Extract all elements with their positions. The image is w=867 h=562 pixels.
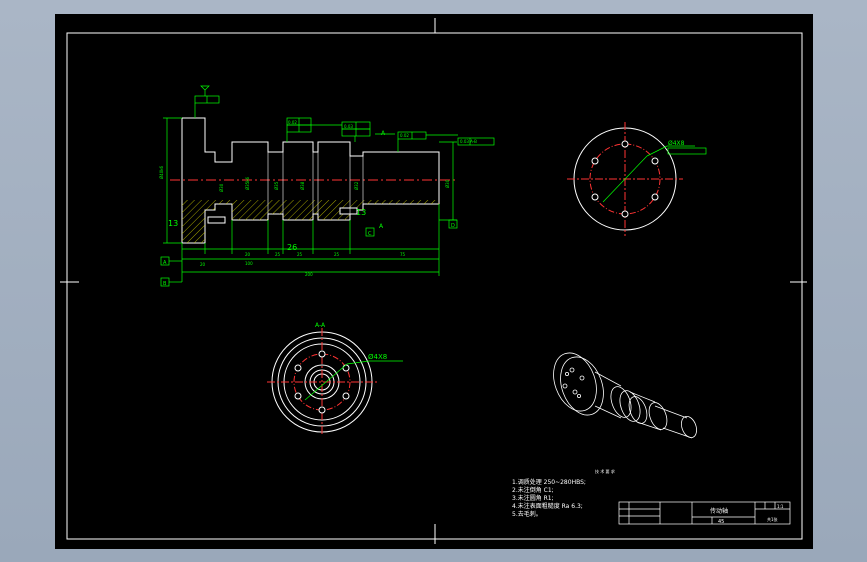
end-view-bolt-circle [589,143,661,215]
svg-text:Ø30: Ø30 [445,179,450,188]
note-line-1: 1.调质处理 250~280HBS; [512,478,586,486]
svg-text:20: 20 [245,252,251,257]
svg-text:25: 25 [334,252,340,257]
end-view-hole-callout: Ø4X8 [668,140,685,147]
dim-13-right: 13 [356,208,366,217]
dim-26: 26 [287,243,297,252]
section-a-a[interactable]: A-A Ø4X8 [267,322,403,436]
svg-text:Ø35k6: Ø35k6 [245,176,250,190]
svg-text:Ø40k6: Ø40k6 [159,165,164,179]
shaft-main-view[interactable]: 20 20 25 25 25 75 100 200 0.02 0.03 0.02… [159,85,495,287]
section-title: A-A [315,322,326,329]
svg-text:Ø35: Ø35 [274,181,279,190]
section-label-a-top: A [381,130,386,137]
technical-notes: 技 术 要 求 1.调质处理 250~280HBS; 2.未注倒角 C1; 3.… [512,468,615,518]
svg-text:75: 75 [400,252,406,257]
svg-text:Ø30: Ø30 [219,183,224,192]
svg-text:Ø38: Ø38 [300,181,305,190]
note-line-5: 5.去毛刺。 [512,510,542,518]
datum-label-d: D [451,223,455,229]
svg-text:技 术 要 求: 技 术 要 求 [595,468,615,474]
keyway-left [207,216,226,224]
section-hatch [182,200,439,243]
svg-text:0.02: 0.02 [288,120,297,125]
note-line-4: 4.未注表面粗糙度 Ra 6.3; [512,502,583,510]
dim-13-left: 13 [168,219,178,228]
title-sheet: 共1张 [767,516,778,522]
svg-text:25: 25 [297,252,303,257]
datum-label-b: B [163,281,167,287]
svg-text:0.02: 0.02 [400,133,409,138]
note-line-2: 2.未注倒角 C1; [512,486,554,494]
svg-text:0.03: 0.03 [344,124,353,129]
drawing-canvas[interactable]: 20 20 25 25 25 75 100 200 0.02 0.03 0.02… [55,14,813,549]
title-scale: 1:1 [777,504,784,509]
keyway-right [339,207,358,215]
title-material: 45 [718,519,724,525]
inner-border [79,33,790,524]
end-view[interactable]: Ø4X8 [567,122,707,236]
svg-text:0.03 A-B: 0.03 A-B [460,139,477,144]
section-label-a-bottom: A [379,223,384,230]
svg-text:25: 25 [275,252,281,257]
svg-text:Ø32: Ø32 [354,181,359,190]
isometric-view [553,352,697,439]
datum-label-a: A [163,260,167,266]
svg-text:200: 200 [305,272,313,277]
svg-text:100: 100 [245,261,253,266]
title-block[interactable] [618,501,791,525]
svg-text:20: 20 [200,262,206,267]
note-line-3: 3.未注圆角 R1; [512,494,554,502]
title-part-name: 传动轴 [710,507,728,515]
outer-border [66,32,803,540]
section-hole-callout: Ø4X8 [368,353,387,361]
drawing-viewport[interactable]: 20 20 25 25 25 75 100 200 0.02 0.03 0.02… [55,14,813,549]
datum-label-c: C [368,231,372,237]
